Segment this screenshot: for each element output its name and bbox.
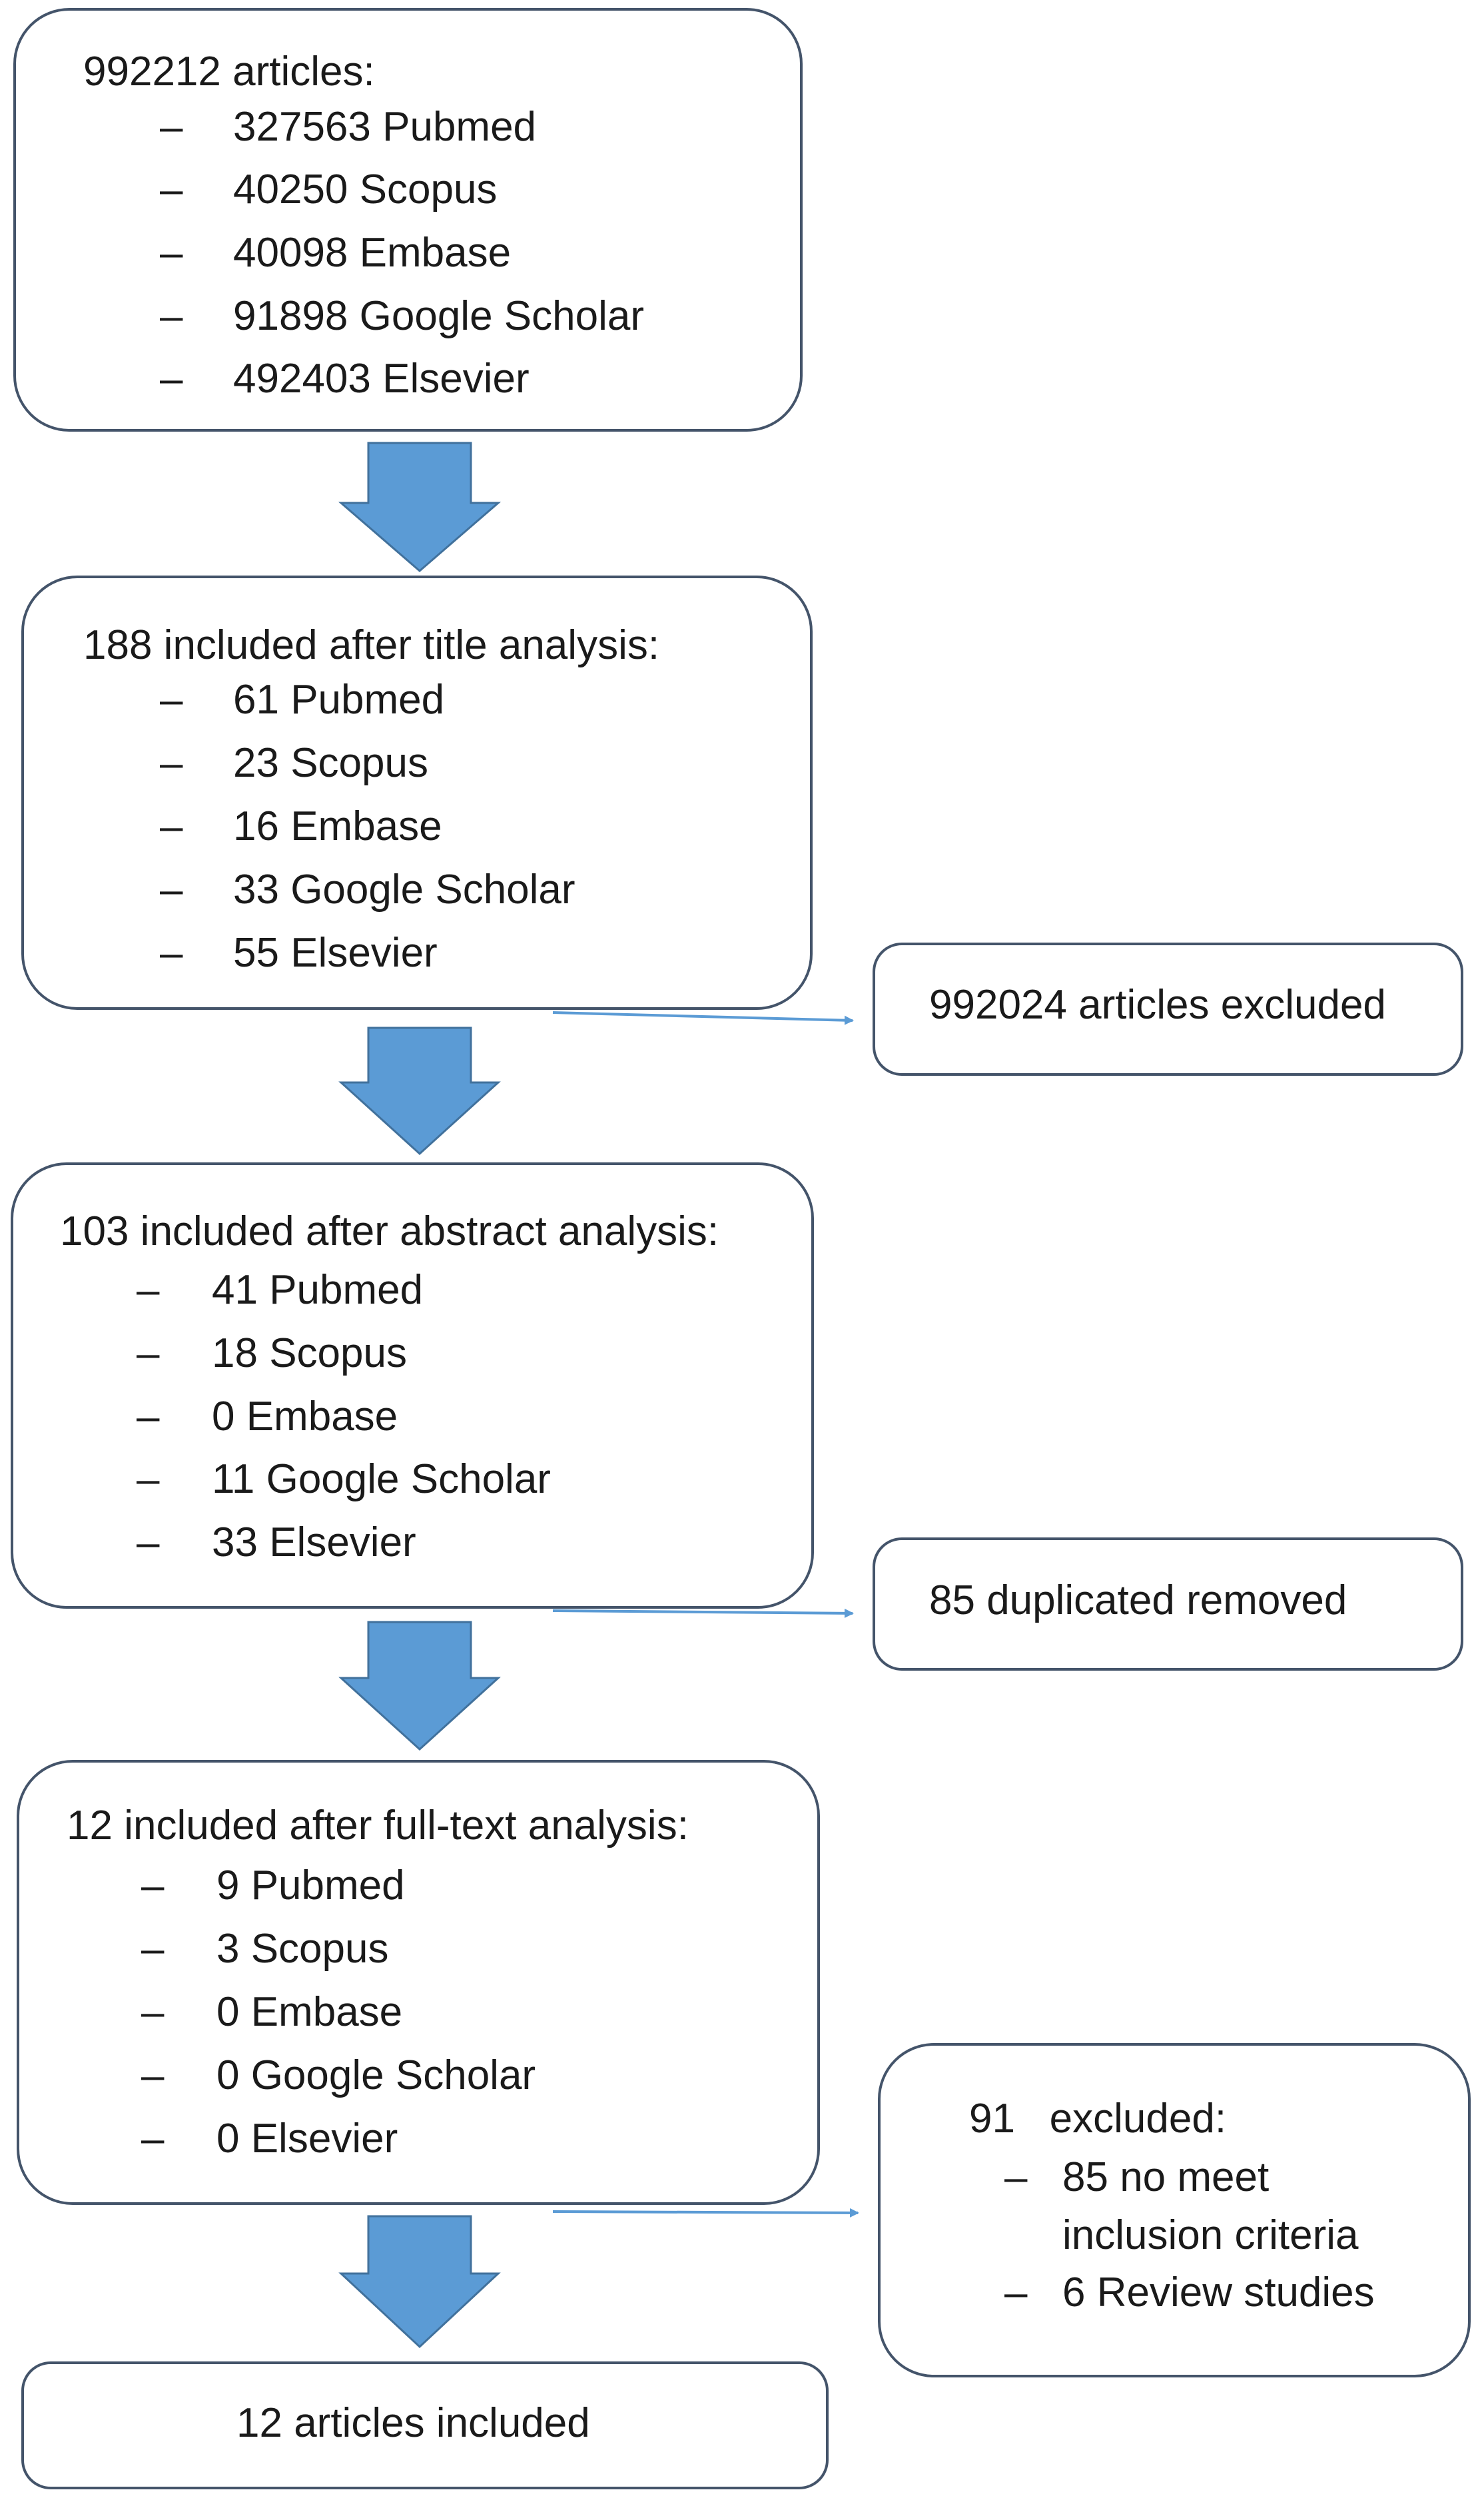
stage3-dash-1: –	[137, 1267, 160, 1313]
stage3-dash-4: –	[137, 1456, 160, 1502]
stage3-dash-5: –	[137, 1519, 160, 1565]
down-arrow-4	[338, 2215, 501, 2349]
box-abstract-analysis	[11, 1162, 814, 1609]
stage1-dash-4: –	[160, 293, 183, 339]
box-identified-articles	[13, 8, 803, 432]
stage2-heading: 188 included after title analysis:	[83, 622, 660, 668]
stage4-dash-2: –	[141, 1926, 165, 1972]
stage4-dash-3: –	[141, 1989, 165, 2035]
fulltext-excluded-item1-line2: inclusion criteria	[1062, 2212, 1359, 2258]
stage1-dash-1: –	[160, 104, 183, 150]
stage3-dash-2: –	[137, 1330, 160, 1376]
stage2-dash-2: –	[160, 740, 183, 786]
fulltext-excluded-heading: 91 excluded:	[969, 2096, 1227, 2142]
stage2-item-embase: 16 Embase	[233, 803, 442, 849]
stage4-dash-5: –	[141, 2116, 165, 2162]
fulltext-excluded-item1-line1: 85 no meet	[1062, 2154, 1270, 2200]
stage1-item-scopus: 40250 Scopus	[233, 167, 498, 212]
fulltext-excluded-dash-2: –	[1004, 2270, 1028, 2315]
duplicates-text: 85 duplicated removed	[929, 1577, 1347, 1623]
stage3-item-scopus: 18 Scopus	[212, 1330, 407, 1376]
stage3-item-embase: 0 Embase	[212, 1394, 398, 1440]
stage4-dash-1: –	[141, 1863, 165, 1908]
stage3-heading: 103 included after abstract analysis:	[60, 1208, 719, 1254]
down-arrow-1	[338, 442, 502, 572]
stage2-dash-3: –	[160, 803, 183, 849]
fulltext-excluded-item2: 6 Review studies	[1062, 2270, 1375, 2315]
fulltext-excluded-dash-1: –	[1004, 2154, 1028, 2200]
stage1-dash-3: –	[160, 230, 183, 276]
stage3-dash-3: –	[137, 1394, 160, 1440]
stage4-item-embase: 0 Embase	[216, 1989, 403, 2035]
stage2-item-google-scholar: 33 Google Scholar	[233, 867, 575, 913]
stage4-dash-4: –	[141, 2052, 165, 2098]
stage4-item-google-scholar: 0 Google Scholar	[216, 2052, 536, 2098]
stage3-item-google-scholar: 11 Google Scholar	[212, 1456, 551, 1502]
stage4-item-elsevier: 0 Elsevier	[216, 2116, 398, 2162]
stage3-item-elsevier: 33 Elsevier	[212, 1519, 416, 1565]
stage3-item-pubmed: 41 Pubmed	[212, 1267, 424, 1313]
stage1-dash-2: –	[160, 167, 183, 212]
down-arrow-2	[338, 1027, 501, 1156]
connector-title-excluded	[552, 1011, 854, 1025]
stage4-heading: 12 included after full-text analysis:	[67, 1803, 689, 1849]
stage2-dash-5: –	[160, 930, 183, 976]
stage1-item-google-scholar: 91898 Google Scholar	[233, 293, 645, 339]
box-duplicates-removed	[873, 1537, 1463, 1671]
box-fulltext-excluded	[878, 2043, 1471, 2377]
stage2-item-scopus: 23 Scopus	[233, 740, 428, 786]
box-title-analysis	[21, 576, 813, 1010]
down-arrow-3	[338, 1621, 501, 1751]
stage2-dash-4: –	[160, 867, 183, 913]
stage1-dash-5: –	[160, 356, 183, 402]
stage2-dash-1: –	[160, 677, 183, 723]
stage1-item-elsevier: 492403 Elsevier	[233, 356, 530, 402]
connector-abstract-duplicates	[552, 1608, 854, 1618]
box-fulltext-analysis	[17, 1760, 820, 2205]
stage2-item-elsevier: 55 Elsevier	[233, 930, 438, 976]
stage4-item-scopus: 3 Scopus	[216, 1926, 389, 1972]
box-articles-included	[21, 2361, 829, 2489]
box-articles-excluded	[873, 943, 1463, 1076]
stage1-heading: 992212 articles:	[83, 49, 375, 95]
final-included-text: 12 articles included	[236, 2400, 590, 2446]
connector-fulltext-excluded	[552, 2208, 859, 2218]
stage4-item-pubmed: 9 Pubmed	[216, 1863, 405, 1908]
stage1-item-pubmed: 327563 Pubmed	[233, 104, 537, 150]
stage1-item-embase: 40098 Embase	[233, 230, 512, 276]
excluded-title-text: 992024 articles excluded	[929, 982, 1386, 1028]
stage2-item-pubmed: 61 Pubmed	[233, 677, 445, 723]
